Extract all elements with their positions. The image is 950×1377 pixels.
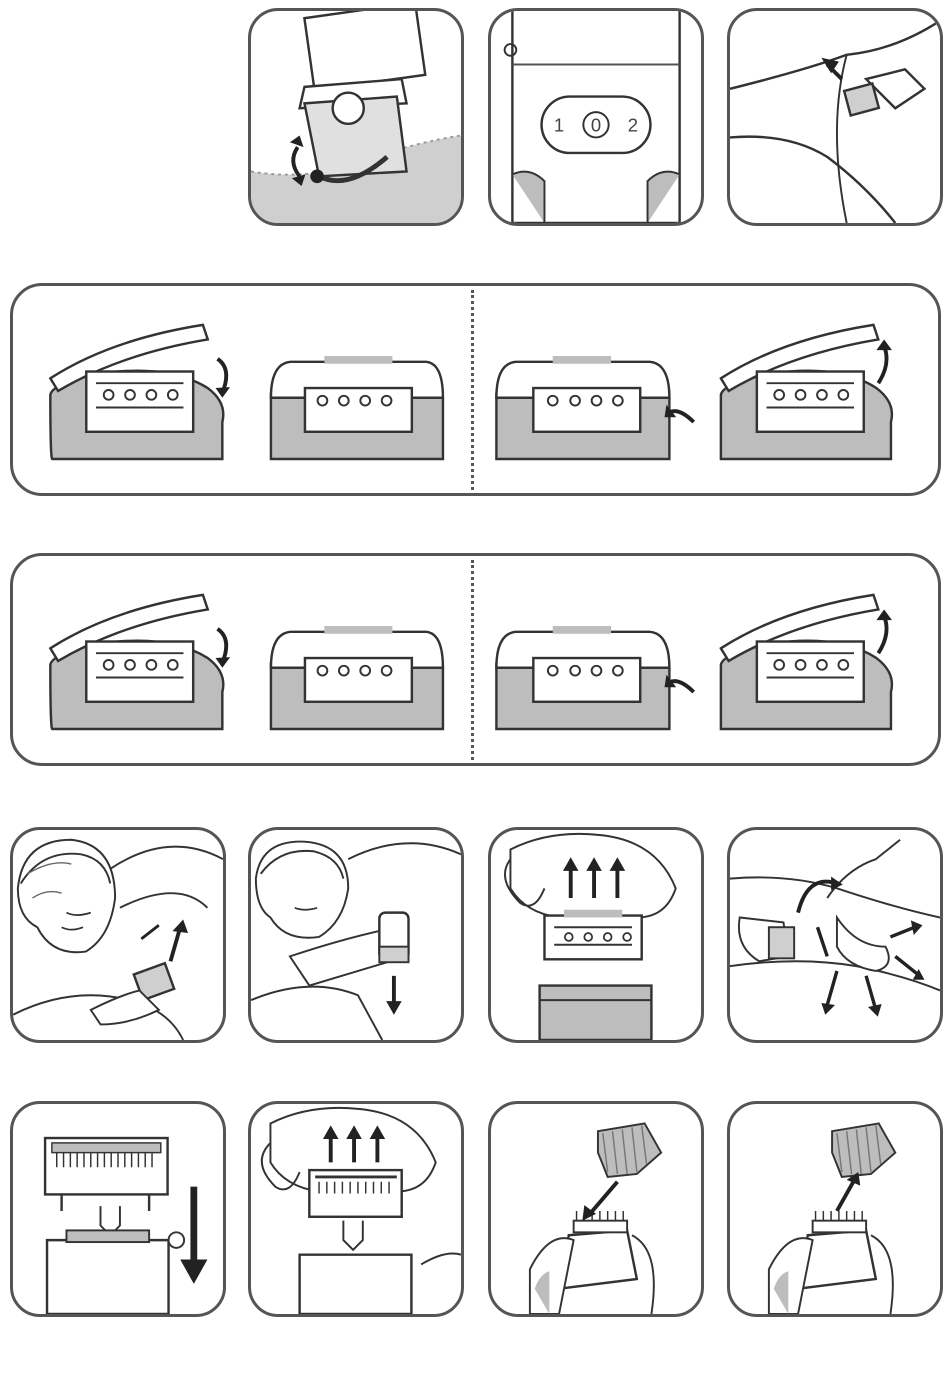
- pivot-arrow-icon: [293, 147, 299, 176]
- panel-underarm-2: [248, 827, 464, 1043]
- shaver-attach-illustration: [13, 1104, 223, 1314]
- cap2-closed-left: [271, 626, 443, 729]
- cap-sequence-1-illustration: [13, 286, 938, 493]
- pivot-head-illustration: [251, 11, 461, 223]
- cap2-closed-right: [496, 626, 693, 729]
- cap-closed-right: [496, 356, 693, 459]
- cap-sequence-2-illustration: [13, 556, 938, 763]
- leg-stretch-illustration: [730, 830, 940, 1040]
- comb-attach-illustration: [491, 1104, 701, 1314]
- leg-usage-illustration: [730, 11, 940, 223]
- sequence-1-divider: [471, 290, 474, 490]
- cap-closed-left: [271, 356, 443, 459]
- panel-shaver-remove: [248, 1101, 464, 1317]
- shaver-remove-illustration: [251, 1104, 461, 1314]
- panel-comb-remove: [727, 1101, 943, 1317]
- panel-head-removal: [488, 827, 704, 1043]
- panel-leg-stretch: [727, 827, 943, 1043]
- panel-underarm-1: [10, 827, 226, 1043]
- panel-leg-usage: [727, 8, 943, 226]
- cap-open-left: [50, 325, 230, 459]
- panel-switch: 1 0 2: [488, 8, 704, 226]
- switch-position-2: 2: [628, 115, 638, 136]
- cap2-open-right: [721, 595, 892, 729]
- panel-comb-attach: [488, 1101, 704, 1317]
- switch-position-0: 0: [591, 115, 601, 136]
- underarm-1-illustration: [13, 830, 223, 1040]
- sequence-2-divider: [471, 560, 474, 760]
- cap2-open-left: [50, 595, 230, 729]
- underarm-2-illustration: [251, 830, 461, 1040]
- triple-up-arrow-icon: [563, 857, 625, 898]
- switch-position-1: 1: [554, 115, 564, 136]
- switch-illustration: 1 0 2: [491, 11, 701, 223]
- panel-shaver-attach: [10, 1101, 226, 1317]
- panel-cap-sequence-1: [10, 283, 941, 496]
- panel-cap-sequence-2: [10, 553, 941, 766]
- panel-pivot-head: [248, 8, 464, 226]
- comb-remove-illustration: [730, 1104, 940, 1314]
- head-removal-illustration: [491, 830, 701, 1040]
- cap-open-right: [721, 325, 892, 459]
